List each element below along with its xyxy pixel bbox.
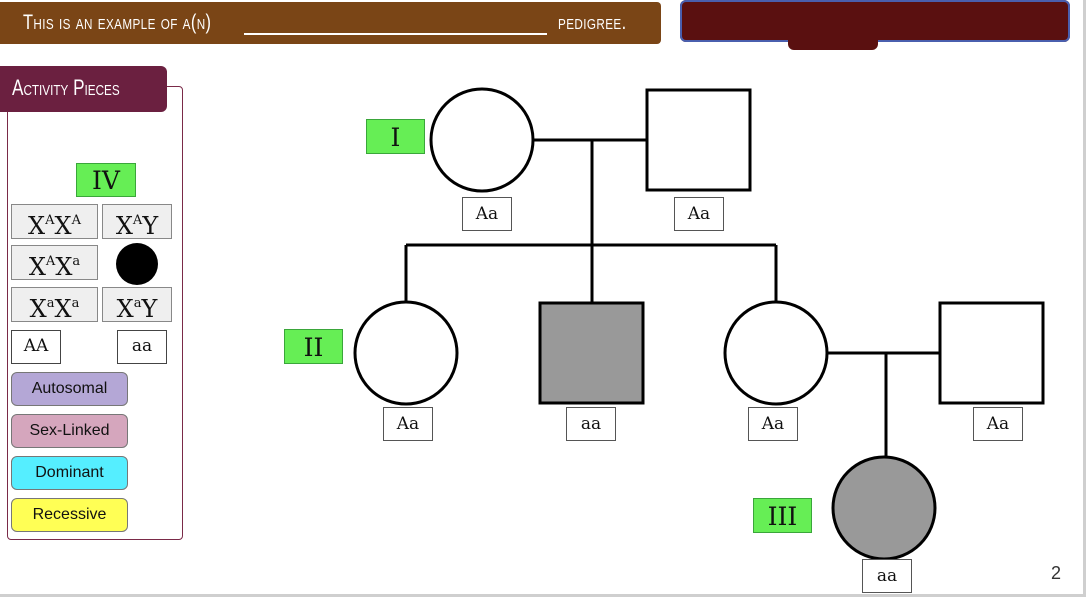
tag-dominant[interactable]: Dominant [11, 456, 128, 490]
tag-sex-linked[interactable]: Sex-Linked [11, 414, 128, 448]
genotype-gen2-female-right[interactable]: Aa [748, 407, 798, 441]
generation-label-i: I [366, 119, 425, 154]
genotype-gen1-male[interactable]: Aa [674, 197, 724, 231]
genotype-gen1-female[interactable]: Aa [462, 197, 512, 231]
piece-AA[interactable]: AA [11, 330, 61, 364]
gen1-female [429, 87, 535, 193]
gen3-female-affected [831, 455, 937, 561]
gen1-male [645, 88, 752, 192]
piece-xAy[interactable]: XAY [102, 204, 172, 240]
activity-pieces-heading-text: Activity Pieces [12, 75, 120, 100]
affected-symbol-piece[interactable] [116, 243, 158, 285]
gen2-female-left [353, 300, 459, 406]
activity-pieces-heading: Activity Pieces [0, 66, 167, 112]
piece-aa[interactable]: aa [117, 330, 167, 364]
tag-recessive[interactable]: Recessive [11, 498, 128, 532]
tag-autosomal[interactable]: Autosomal [11, 372, 128, 406]
genotype-gen2-male-spouse[interactable]: Aa [973, 407, 1023, 441]
generation-label-ii: II [284, 329, 343, 364]
redacted-answer-box[interactable] [680, 0, 1070, 50]
gen2-male-spouse [938, 301, 1045, 405]
genotype-gen3-female-affected[interactable]: aa [862, 559, 912, 593]
piece-xay[interactable]: XaY [102, 287, 172, 323]
generation-label-iv[interactable]: IV [76, 163, 136, 197]
generation-label-iii: III [753, 498, 812, 533]
genotype-gen2-male-affected[interactable]: aa [566, 407, 616, 441]
gen2-male-affected [538, 301, 645, 405]
title-banner: This is an example of a(n) pedigree. [0, 2, 661, 44]
title-prefix: This is an example of a(n) [23, 11, 212, 34]
genotype-gen2-female-left[interactable]: Aa [383, 407, 433, 441]
piece-xAxa[interactable]: XAXa [11, 245, 98, 281]
piece-xaxa[interactable]: XaXa [11, 287, 98, 323]
page-number: 2 [1051, 563, 1062, 583]
gen2-female-right [723, 300, 829, 406]
title-blank-line [244, 33, 547, 35]
title-suffix: pedigree. [558, 11, 627, 34]
piece-xAxA[interactable]: XAXA [11, 204, 98, 240]
